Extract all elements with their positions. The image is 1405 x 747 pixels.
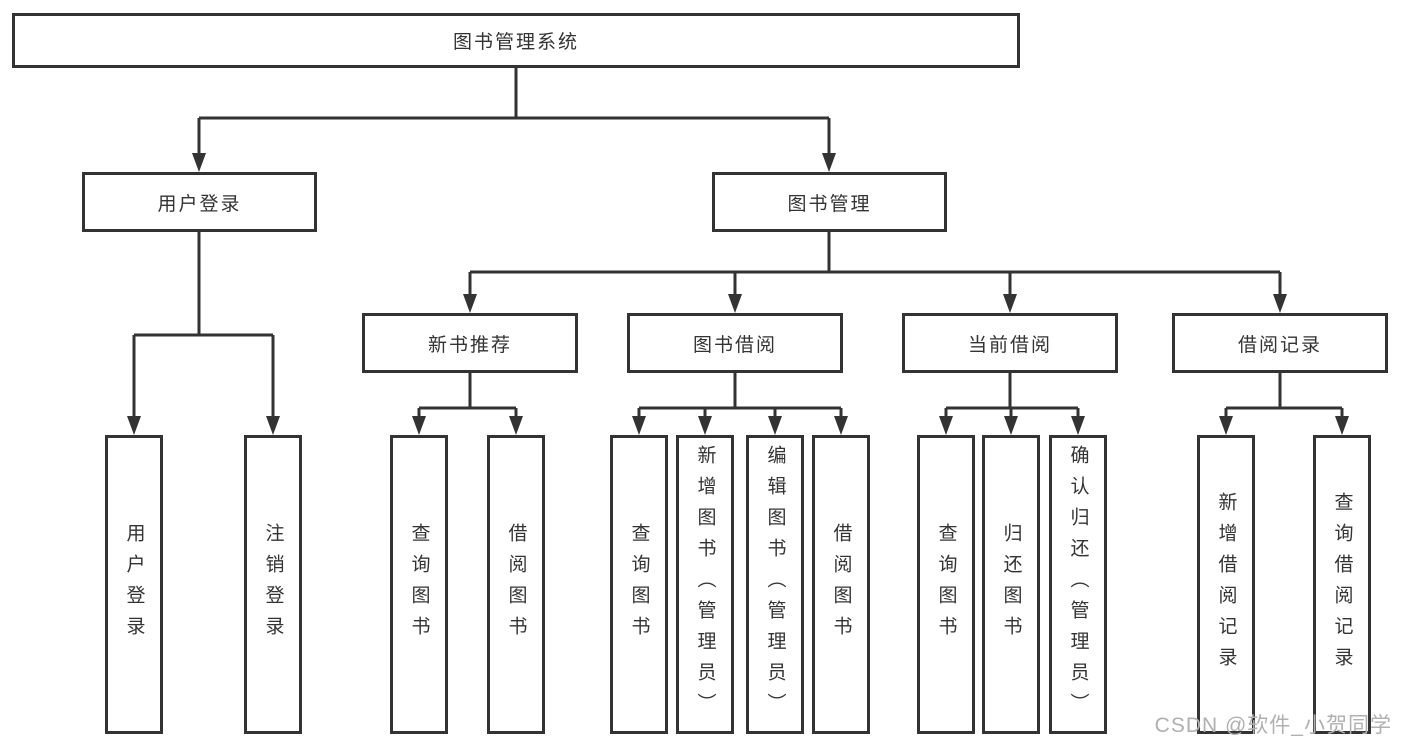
node-bb-add-books-admin: 新增图书（管理员） xyxy=(676,435,734,734)
arrowhead-down xyxy=(509,416,523,435)
arrowhead-down xyxy=(1003,294,1017,313)
node-br-query-record-label: 查询借阅记录 xyxy=(1331,491,1353,678)
node-book-management-label: 图书管理 xyxy=(787,193,872,215)
arrowhead-down xyxy=(1219,416,1233,435)
arrowhead-down xyxy=(463,294,477,313)
node-bb-query-books: 查询图书 xyxy=(610,435,668,734)
node-cb-confirm-return-admin: 确认归还（管理员） xyxy=(1049,435,1107,734)
connector-root-level2 xyxy=(197,68,831,156)
node-new-book-recommendation-label: 新书推荐 xyxy=(427,334,512,356)
connector-current-borrow-leaves xyxy=(944,373,1080,420)
connector-book-borrow-leaves xyxy=(637,373,843,420)
node-leaf-logout-label: 注销登录 xyxy=(262,522,284,647)
arrowhead-down xyxy=(1004,416,1018,435)
node-root-label: 图书管理系统 xyxy=(452,32,579,53)
arrowhead-down xyxy=(192,153,206,172)
arrowhead-down xyxy=(822,153,836,172)
node-leaf-user-login: 用户登录 xyxy=(105,435,163,734)
arrowhead-down xyxy=(1071,416,1085,435)
node-bb-borrow-books-label: 借阅图书 xyxy=(830,522,852,647)
arrowhead-down xyxy=(412,416,426,435)
connector-user-login-leaves xyxy=(132,232,275,418)
arrowhead-down xyxy=(127,416,141,435)
arrowhead-down xyxy=(728,294,742,313)
node-bb-edit-books-admin-label: 编辑图书（管理员） xyxy=(764,445,786,724)
arrowhead-down xyxy=(1335,416,1349,435)
node-bb-query-books-label: 查询图书 xyxy=(628,522,650,647)
connector-borrow-records-leaves xyxy=(1224,373,1344,420)
node-current-borrowing: 当前借阅 xyxy=(902,313,1118,373)
node-leaf-logout: 注销登录 xyxy=(244,435,302,734)
node-leaf-user-login-label: 用户登录 xyxy=(123,522,145,647)
node-br-query-record: 查询借阅记录 xyxy=(1313,435,1371,734)
node-root: 图书管理系统 xyxy=(12,13,1020,68)
node-rec-borrow-books: 借阅图书 xyxy=(487,435,545,734)
arrowhead-down xyxy=(768,416,782,435)
node-cb-query-books: 查询图书 xyxy=(917,435,975,734)
arrowhead-down xyxy=(834,416,848,435)
arrowhead-down xyxy=(266,416,280,435)
node-bb-add-books-admin-label: 新增图书（管理员） xyxy=(694,445,716,724)
node-rec-borrow-books-label: 借阅图书 xyxy=(505,522,527,647)
node-rec-query-books-label: 查询图书 xyxy=(408,522,430,647)
arrowhead-down xyxy=(698,416,712,435)
node-cb-return-books-label: 归还图书 xyxy=(1000,522,1022,647)
connector-book-mgmt-level3 xyxy=(468,232,1282,298)
node-book-borrowing: 图书借阅 xyxy=(627,313,843,373)
node-rec-query-books: 查询图书 xyxy=(390,435,448,734)
node-cb-confirm-return-admin-label: 确认归还（管理员） xyxy=(1067,445,1089,724)
connector-new-book-rec-leaves xyxy=(417,373,518,420)
node-book-borrowing-label: 图书借阅 xyxy=(692,334,777,356)
node-bb-borrow-books: 借阅图书 xyxy=(812,435,870,734)
csdn-watermark: CSDN @软件_小贺同学 xyxy=(1154,714,1392,737)
node-cb-return-books: 归还图书 xyxy=(982,435,1040,734)
node-user-login: 用户登录 xyxy=(82,172,317,232)
arrowhead-down xyxy=(1273,294,1287,313)
arrowhead-down xyxy=(939,416,953,435)
node-cb-query-books-label: 查询图书 xyxy=(935,522,957,647)
node-br-add-record-label: 新增借阅记录 xyxy=(1215,491,1237,678)
node-current-borrowing-label: 当前借阅 xyxy=(967,334,1052,356)
node-bb-edit-books-admin: 编辑图书（管理员） xyxy=(746,435,804,734)
node-borrowing-records-label: 借阅记录 xyxy=(1237,334,1322,356)
arrowhead-down xyxy=(632,416,646,435)
node-borrowing-records: 借阅记录 xyxy=(1172,313,1388,373)
node-book-management: 图书管理 xyxy=(712,172,947,232)
node-new-book-recommendation: 新书推荐 xyxy=(362,313,578,373)
node-br-add-record: 新增借阅记录 xyxy=(1197,435,1255,734)
node-user-login-label: 用户登录 xyxy=(157,193,242,215)
